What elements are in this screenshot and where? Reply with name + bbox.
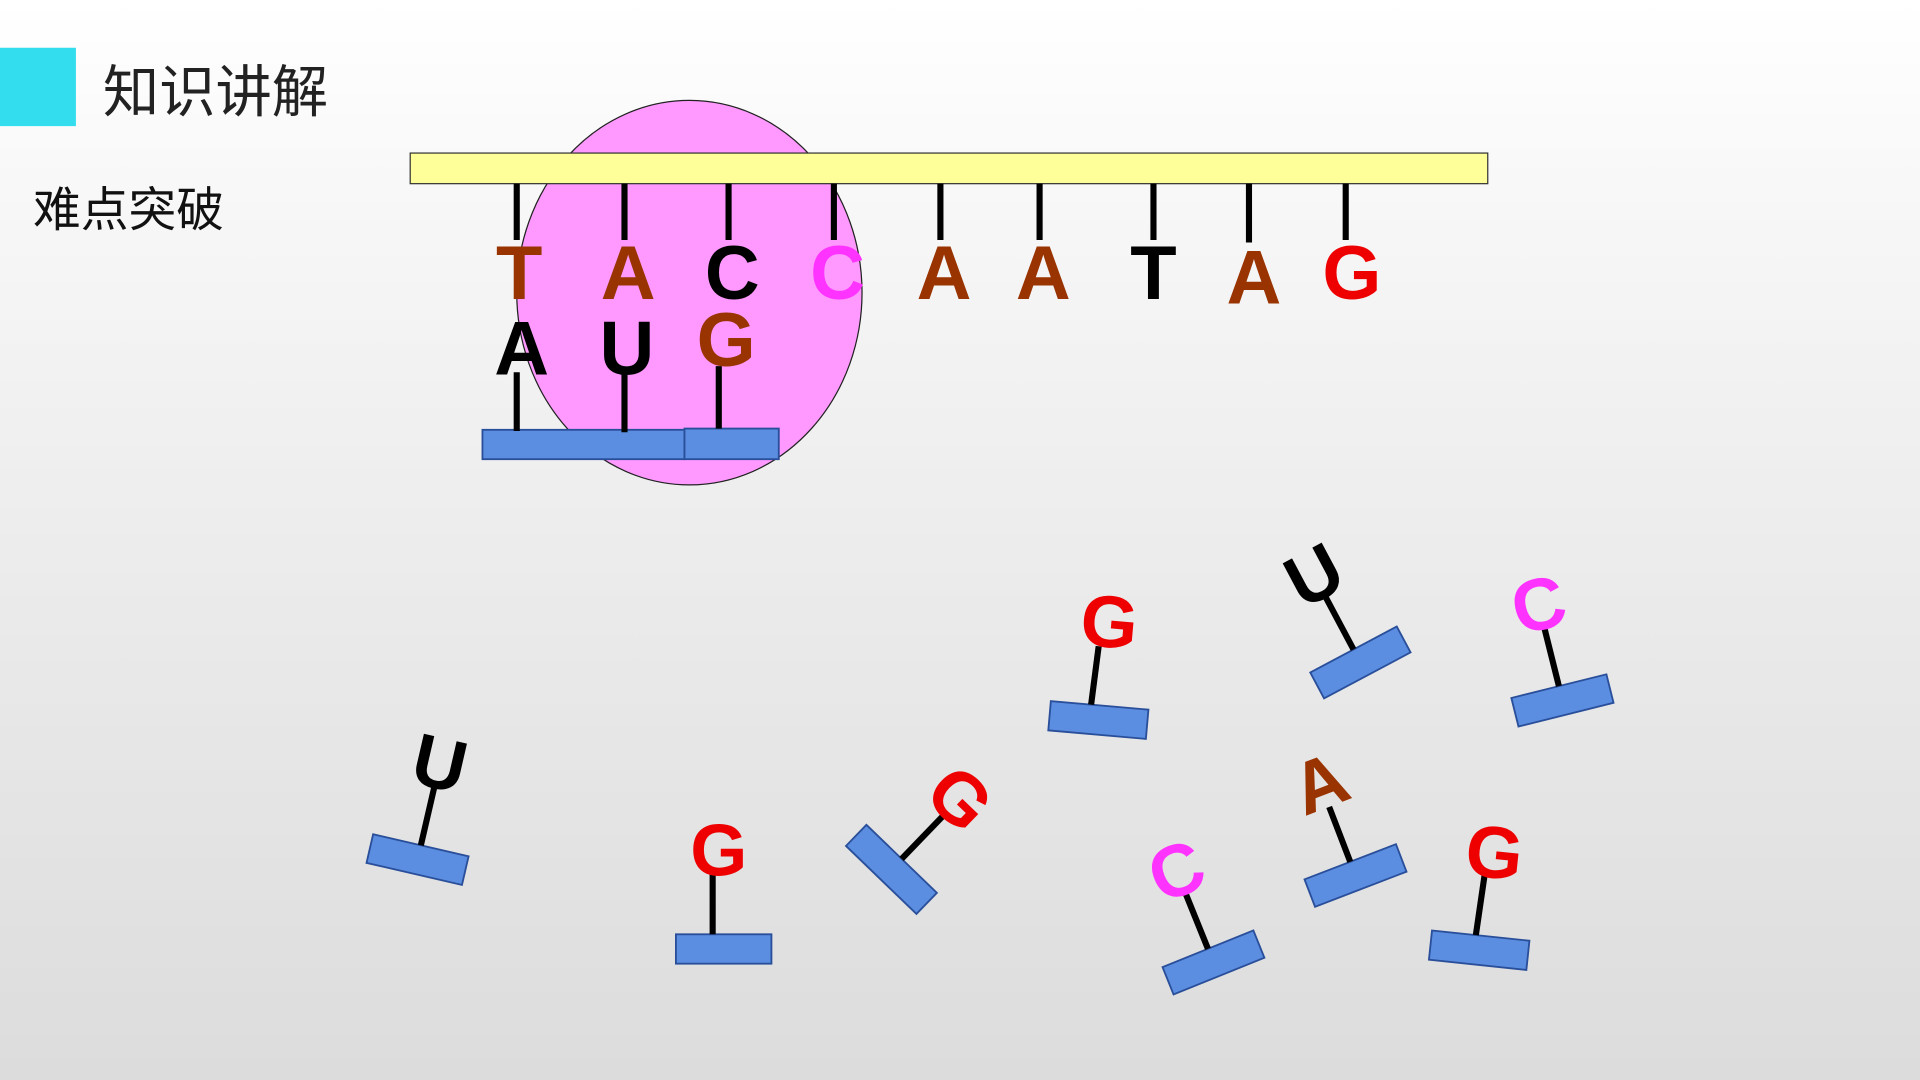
free-base: U xyxy=(1271,526,1357,624)
amino-acid xyxy=(1047,700,1150,740)
strand-base: C xyxy=(705,231,760,316)
paired-sticks xyxy=(513,366,722,433)
free-nucleotide: U xyxy=(1271,526,1412,700)
free-nucleotide: A xyxy=(1280,735,1408,908)
paired-base: U xyxy=(600,307,655,392)
title-accent-block xyxy=(0,47,76,127)
amino-acid xyxy=(844,823,939,916)
free-base: U xyxy=(405,717,475,810)
paired-base: A xyxy=(494,307,549,392)
strand-base: C xyxy=(810,231,865,316)
free-nucleotide: U xyxy=(365,717,475,887)
strand-ticks xyxy=(513,183,1349,243)
free-base: A xyxy=(1280,735,1359,831)
amino-acid xyxy=(1303,843,1408,908)
amino-acid xyxy=(1427,929,1531,971)
strand-base: A xyxy=(917,231,972,316)
strand-bases: T A C C A A T A G xyxy=(496,231,1381,321)
free-base: G xyxy=(1462,808,1528,897)
nucleotide-stick xyxy=(1088,645,1102,706)
strand-base: T xyxy=(496,231,542,316)
free-nucleotide: G xyxy=(1427,808,1531,971)
amino-acid xyxy=(683,427,780,461)
strand-base: G xyxy=(1322,231,1381,316)
amino-acid xyxy=(481,428,686,461)
free-nucleotide: G xyxy=(675,809,773,965)
free-base: C xyxy=(1503,558,1575,651)
free-base: C xyxy=(1136,822,1216,919)
strand-base: A xyxy=(1226,236,1281,321)
strand-base: T xyxy=(1130,231,1176,316)
amino-acid xyxy=(1161,929,1266,996)
amino-acid-chain xyxy=(481,427,780,461)
nucleotide-stick xyxy=(417,787,438,846)
nucleotide-stick xyxy=(1323,596,1357,651)
amino-acid xyxy=(1510,673,1615,728)
free-base: G xyxy=(1077,578,1141,666)
strand-base: A xyxy=(1016,231,1071,316)
nucleotide-stick xyxy=(1472,874,1488,936)
ribosome xyxy=(516,99,863,486)
paired-base: G xyxy=(697,298,756,383)
nucleotide-stick xyxy=(1326,805,1354,863)
amino-acid xyxy=(1309,625,1412,700)
strand-base: A xyxy=(601,231,656,316)
paired-bases: A U G xyxy=(494,298,755,392)
page-title: 知识讲解 xyxy=(103,60,328,125)
amino-acid xyxy=(675,933,773,965)
free-nucleotide: C xyxy=(1503,558,1615,728)
nucleotide-stick xyxy=(899,814,945,861)
nucleotide-stick xyxy=(1183,893,1211,950)
free-nucleotide: G xyxy=(844,748,1010,916)
free-base: G xyxy=(690,809,747,892)
nucleotide-stick xyxy=(1541,628,1562,687)
section-subtitle: 难点突破 xyxy=(33,184,224,239)
free-nucleotide: C xyxy=(1136,822,1266,996)
strand-bar xyxy=(409,152,1489,185)
free-nucleotide: G xyxy=(1047,578,1150,740)
amino-acid xyxy=(365,833,470,887)
